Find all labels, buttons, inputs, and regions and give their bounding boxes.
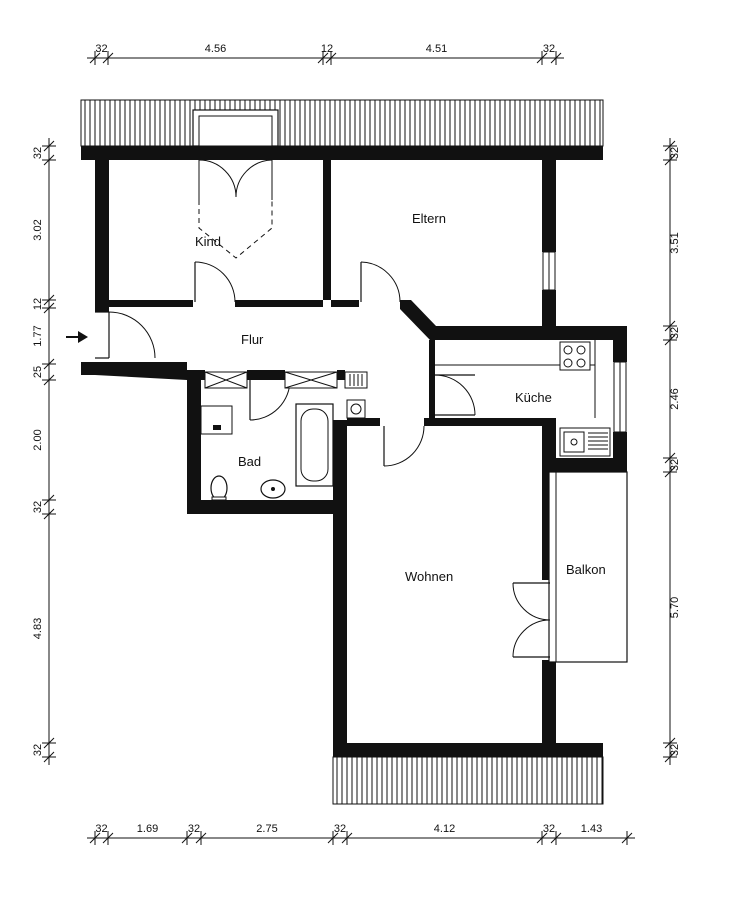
dim-bottom-6: 32 [543,823,555,835]
dim-bottom-5: 4.12 [434,823,455,835]
window-eltern [542,251,556,291]
flur-cabinets [204,371,368,419]
dim-right-4: 32 [669,459,681,471]
roof-hatch-top [80,99,604,147]
dim-left-2: 12 [32,298,44,310]
dim-top-4: 32 [543,43,555,55]
kueche-fixtures [435,340,611,457]
walls [81,146,627,757]
room-label-balkon: Balkon [566,562,606,577]
dim-left-8: 32 [32,744,44,756]
room-label-kueche: Küche [515,390,552,405]
entrance-arrow-icon [66,331,88,343]
room-label-flur: Flur [241,332,264,347]
dim-bottom-7: 1.43 [581,823,602,835]
kind-closet [198,159,273,259]
dim-bottom-1: 1.69 [137,823,158,835]
dim-right-0: 32 [669,147,681,159]
dim-bottom-4: 32 [334,823,346,835]
dim-left-5: 2.00 [32,429,44,450]
dim-top-0: 32 [95,43,107,55]
balkon-outline [548,471,628,663]
dim-left-4: 25 [32,366,44,378]
dim-right-3: 2.46 [669,388,681,409]
room-label-kind: Kind [195,234,221,249]
roof-window [192,109,279,147]
dim-left-7: 4.83 [32,618,44,639]
dim-bottom-0: 32 [95,823,107,835]
bad-fixtures [200,403,334,501]
dim-left-6: 32 [32,501,44,513]
dim-top-2: 12 [321,43,333,55]
dim-right-1: 3.51 [669,232,681,253]
dim-left-0: 32 [32,147,44,159]
dim-left-3: 1.77 [32,325,44,346]
room-label-bad: Bad [238,454,261,469]
dim-top-1: 4.56 [205,43,226,55]
dim-bottom-3: 2.75 [256,823,277,835]
room-label-eltern: Eltern [412,211,446,226]
roof-hatch-bottom [332,756,604,805]
dim-bottom-2: 32 [188,823,200,835]
room-label-wohnen: Wohnen [405,569,453,584]
dimension-lines: 32 4.56 12 4.51 32 32 1.69 32 2.75 32 4.12 32 1.43 32… [32,43,681,845]
doors [95,261,551,658]
dim-right-6: 32 [669,744,681,756]
dim-top-3: 4.51 [426,43,447,55]
dim-right-5: 5.70 [669,597,681,618]
window-kueche [613,361,627,433]
dim-left-1: 3.02 [32,219,44,240]
dim-right-2: 32 [669,327,681,339]
